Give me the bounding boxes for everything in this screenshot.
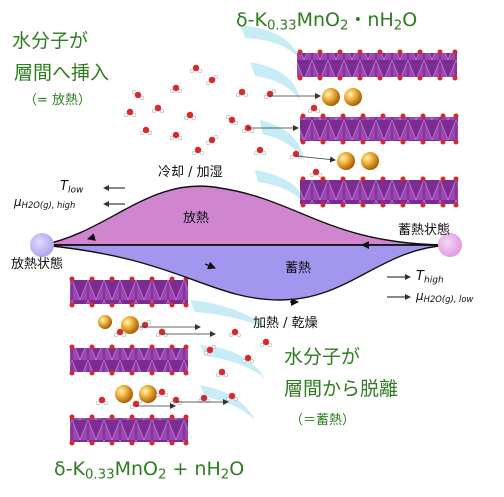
heat-release-lobe	[41, 185, 451, 246]
lower-condition-label: 加熱 / 乾燥	[253, 316, 318, 331]
mu-high-label: μH2O(g), high	[14, 195, 76, 211]
mno2-layer	[297, 49, 458, 81]
water-molecules-top	[123, 64, 323, 178]
top-title: δ-K0.33MnO2・nH2O	[236, 9, 418, 34]
mno2-layer	[69, 414, 189, 446]
insertion-line1: 水分子が	[12, 30, 89, 52]
release-line1: 水分子が	[284, 346, 361, 368]
release-note: （＝蓄熱）	[290, 413, 356, 428]
mno2-layer	[300, 176, 459, 208]
condition-arrows	[103, 185, 411, 300]
potassium-ion	[361, 152, 379, 170]
mno2-layer	[69, 276, 189, 308]
air-flow-swooshes	[190, 25, 306, 420]
potassium-ion	[139, 385, 157, 403]
upper-lobe-label: 放熱	[183, 211, 210, 226]
bottom-title: δ-K0.33MnO2 + nH2O	[54, 458, 245, 483]
potassium-ion	[322, 88, 340, 106]
release-line2: 層間から脱離	[284, 378, 399, 400]
t-low-label: Tlow	[60, 179, 84, 196]
mno2-layer	[300, 113, 459, 145]
potassium-ion	[121, 316, 139, 334]
potassium-ion	[115, 385, 133, 403]
molecule-motion-arrows	[136, 93, 336, 409]
left-state-label: 放熱状態	[11, 257, 64, 272]
potassium-ion	[337, 152, 355, 170]
thermal-cycle	[30, 185, 462, 306]
lower-lobe-label: 蓄熱	[285, 261, 312, 276]
insertion-note: （= 放熱）	[24, 93, 92, 108]
heat-storage-lobe	[41, 244, 451, 301]
top-mno2-layers	[297, 49, 459, 208]
right-state-label: 蓄熱状態	[398, 223, 451, 238]
bottom-mno2-layers	[69, 276, 189, 446]
t-high-label: Thigh	[416, 269, 444, 286]
potassium-ion	[344, 88, 362, 106]
mno2-layer	[69, 344, 189, 376]
insertion-line2: 層間へ挿入	[14, 62, 110, 84]
upper-condition-label: 冷却 / 加湿	[158, 165, 223, 180]
potassium-ion	[98, 315, 112, 329]
mu-low-label: μH2O(g), low	[416, 289, 474, 305]
